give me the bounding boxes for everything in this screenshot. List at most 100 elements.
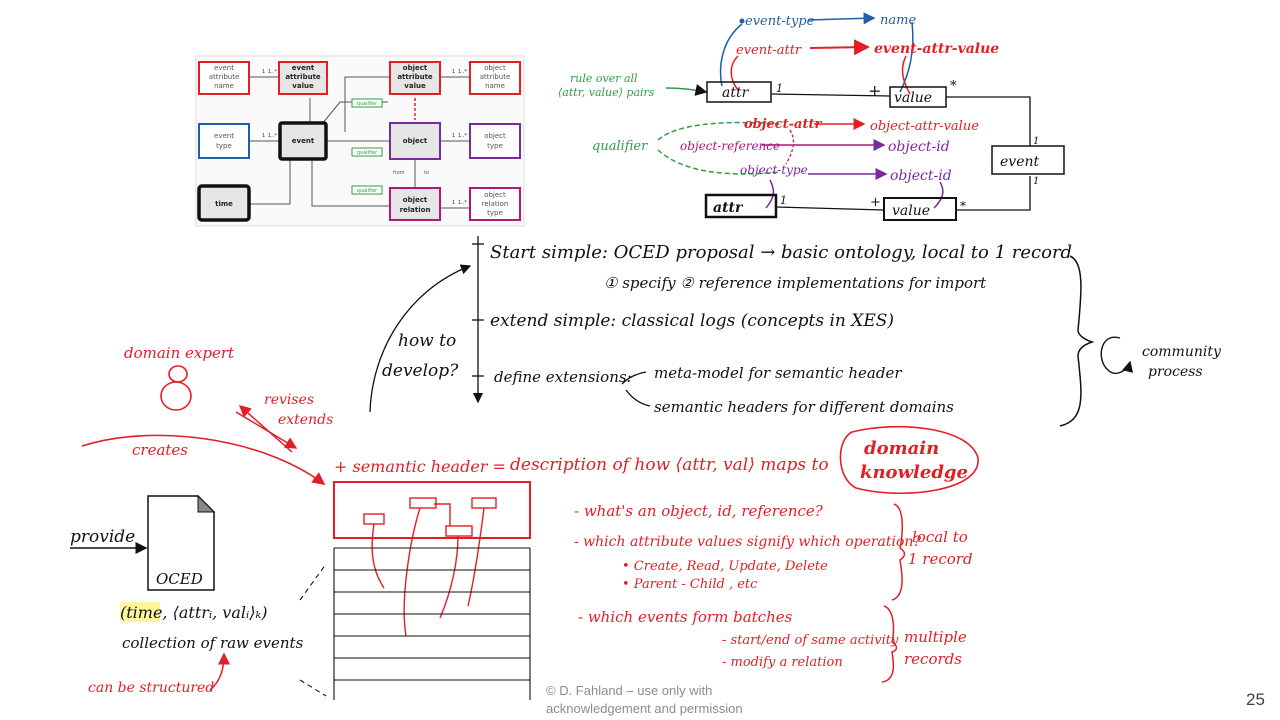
- svg-text:event: event: [214, 64, 234, 72]
- note-meta-model: meta-model for semantic header: [654, 364, 902, 382]
- svg-text:extends: extends: [278, 412, 333, 428]
- svg-text:*: *: [960, 199, 966, 213]
- oced-document-icon: OCED: [147, 494, 216, 591]
- svg-text:process: process: [1148, 364, 1203, 380]
- from-label: from: [393, 170, 405, 176]
- svg-text:attribute: attribute: [397, 73, 433, 81]
- multiplicity-label: 1: [262, 133, 265, 139]
- svg-text:type: type: [487, 142, 503, 150]
- note-extend-simple: extend simple: classical logs (concepts …: [490, 311, 894, 331]
- multiplicity-label: 1..*: [458, 133, 467, 139]
- box-time: time: [197, 184, 251, 222]
- svg-text:object-attr: object-attr: [744, 117, 822, 132]
- svg-text:object: object: [484, 191, 506, 199]
- svg-text:object: object: [484, 132, 506, 140]
- multiplicity-label: 1: [452, 133, 455, 139]
- label-local-to-1-record: local to: [912, 528, 968, 546]
- multiplicity-label: 1: [452, 69, 455, 75]
- svg-text:develop?: develop?: [382, 361, 459, 381]
- qualifier-tag: qualifier: [351, 98, 383, 108]
- svg-text:qualifier: qualifier: [357, 188, 378, 194]
- label-domain-expert: domain expert: [124, 344, 235, 362]
- question-modify-relation: - modify a relation: [722, 655, 843, 670]
- svg-text:qualifier: qualifier: [357, 150, 378, 156]
- box-object-relation: object relation: [389, 187, 441, 221]
- question-crud: • Create, Read, Update, Delete: [622, 559, 828, 574]
- svg-text:object: object: [403, 196, 428, 204]
- svg-text:records: records: [904, 650, 962, 668]
- svg-text:name: name: [485, 82, 505, 90]
- svg-text:value: value: [894, 90, 932, 106]
- box-event-attribute-value: event attribute value: [278, 61, 328, 95]
- svg-text:+: +: [870, 195, 881, 210]
- svg-text:event: event: [1000, 154, 1039, 170]
- svg-text:object: object: [484, 64, 506, 72]
- multiplicity-label: 1..*: [268, 69, 277, 75]
- svg-text:attribute: attribute: [209, 73, 240, 81]
- question-parent-child: • Parent - Child , etc: [622, 577, 758, 592]
- note-define-extensions: define extensions:: [494, 368, 632, 386]
- multiplicity-label: 1..*: [458, 200, 467, 206]
- note-specify: ① specify ② reference implementations fo…: [604, 274, 987, 292]
- multiplicity-label: 1: [262, 69, 265, 75]
- svg-text:name: name: [214, 82, 234, 90]
- svg-text:+: +: [868, 81, 881, 100]
- svg-text:object-type: object-type: [740, 163, 808, 177]
- svg-text:relation: relation: [400, 206, 431, 214]
- svg-text:*: *: [950, 79, 957, 94]
- svg-text:relation: relation: [482, 200, 509, 208]
- svg-text:⟨attr, value⟩ pairs: ⟨attr, value⟩ pairs: [558, 86, 655, 99]
- qualifier-tag: qualifier: [351, 147, 383, 157]
- svg-text:object: object: [403, 64, 428, 72]
- svg-text:time: time: [215, 200, 233, 208]
- svg-text:1: 1: [1033, 136, 1039, 147]
- label-multiple-records: multiple: [904, 628, 967, 646]
- svg-text:1 record: 1 record: [908, 550, 973, 568]
- semantic-header-section: domain expert revises extends creates + …: [70, 344, 979, 700]
- svg-text:attr: attr: [713, 200, 744, 216]
- note-start-simple: Start simple: OCED proposal → basic onto…: [490, 242, 1072, 263]
- svg-text:1: 1: [1033, 176, 1039, 187]
- label-domain-knowledge: domain: [864, 438, 939, 459]
- svg-text:type: type: [216, 142, 232, 150]
- box-object-attribute-name: object attribute name: [469, 61, 521, 95]
- svg-text:event: event: [292, 64, 315, 72]
- svg-text:1: 1: [780, 194, 787, 207]
- label-collection: collection of raw events: [122, 634, 304, 652]
- to-label: to: [424, 170, 429, 176]
- svg-text:object: object: [403, 137, 428, 145]
- svg-text:event: event: [214, 132, 234, 140]
- multiplicity-label: 1..*: [458, 69, 467, 75]
- label-creates: creates: [132, 441, 188, 459]
- svg-text:value: value: [404, 82, 426, 90]
- svg-text:type: type: [487, 209, 503, 217]
- svg-text:attribute: attribute: [480, 73, 511, 81]
- svg-text:object-id: object-id: [890, 168, 952, 184]
- box-event-type: event type: [198, 123, 250, 159]
- box-object: object: [389, 122, 441, 160]
- label-description: description of how ⟨attr, val⟩ maps to: [510, 455, 829, 475]
- svg-text:revises: revises: [264, 392, 314, 408]
- note-semantic-headers: semantic headers for different domains: [654, 398, 954, 416]
- attr-value-sketch: event-type name event-attr event-attr-va…: [558, 12, 1065, 221]
- svg-text:value: value: [292, 82, 314, 90]
- note-how-to-develop: how to: [398, 331, 456, 351]
- svg-text:OCED: OCED: [156, 570, 203, 588]
- label-can-be-structured: can be structured: [88, 680, 214, 696]
- svg-text:event-type: event-type: [745, 14, 815, 29]
- label-provide: provide: [70, 527, 135, 547]
- svg-text:object-reference: object-reference: [680, 139, 780, 153]
- raw-event-table: [299, 547, 531, 700]
- multiplicity-label: 1: [452, 200, 455, 206]
- svg-text:object-id: object-id: [888, 139, 950, 155]
- question-object: - what's an object, id, reference?: [574, 502, 824, 520]
- box-object-attribute-value: object attribute value: [389, 61, 441, 95]
- svg-text:value: value: [892, 203, 930, 219]
- svg-text:1: 1: [776, 82, 783, 95]
- question-operation: - which attribute values signify which o…: [574, 534, 921, 550]
- qualifier-tag: qualifier: [351, 185, 383, 195]
- svg-text:knowledge: knowledge: [860, 462, 968, 483]
- svg-text:event: event: [292, 137, 315, 145]
- box-event-attribute-name: event attribute name: [198, 61, 250, 95]
